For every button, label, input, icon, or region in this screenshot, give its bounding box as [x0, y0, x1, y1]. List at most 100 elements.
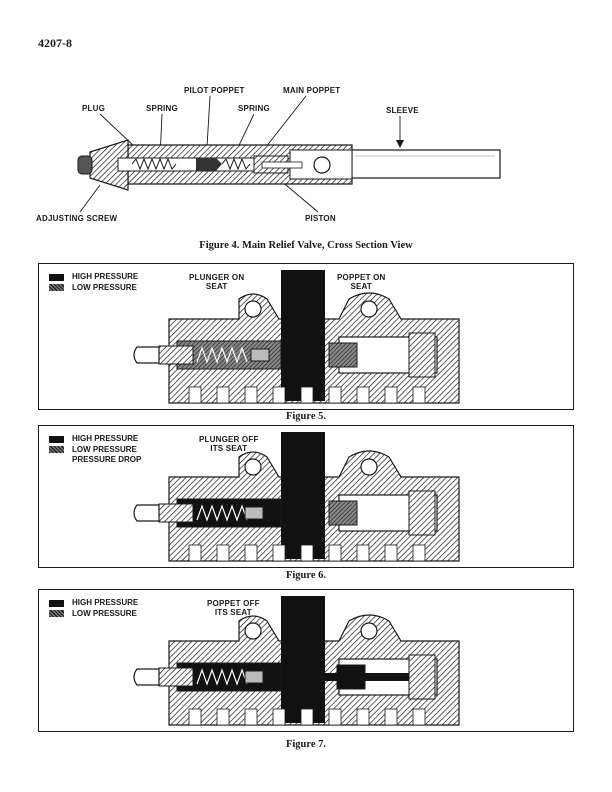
label-pilot-poppet: PILOT POPPET — [184, 86, 245, 95]
legend-item: LOW PRESSURE — [49, 445, 141, 456]
label-plug: PLUG — [82, 104, 106, 113]
channel-slot — [244, 708, 258, 726]
pilot-plunger — [244, 670, 264, 684]
label-adjusting-screw: ADJUSTING SCREW — [36, 214, 118, 223]
callout-plunger-off-seat: PLUNGER OFF ITS SEAT — [199, 435, 259, 453]
channel-slot — [328, 386, 342, 404]
valve-cross-section — [77, 95, 501, 213]
channel-slot — [412, 386, 426, 404]
main-poppet — [328, 342, 358, 368]
legend-label: HIGH PRESSURE — [72, 434, 139, 443]
label-sleeve: SLEEVE — [386, 106, 419, 115]
pilot-spring — [196, 668, 248, 686]
figure-6-legend: HIGH PRESSURE LOW PRESSURE PRESSURE DROP — [49, 434, 141, 466]
channel-slot — [188, 544, 202, 562]
channel-slot — [328, 708, 342, 726]
channel-slot — [328, 544, 342, 562]
channel-slot — [272, 544, 286, 562]
mount-hole — [244, 622, 262, 640]
callout-poppet-on-seat: POPPET ON SEAT — [337, 273, 386, 291]
legend-item: LOW PRESSURE — [49, 609, 138, 620]
pilot-plunger — [250, 348, 270, 362]
channel-slot — [384, 708, 398, 726]
legend-item: PRESSURE DROP — [49, 455, 141, 466]
legend-item: HIGH PRESSURE — [49, 598, 138, 609]
main-poppet — [328, 500, 358, 526]
callout-plunger-on-seat: PLUNGER ON SEAT — [189, 273, 245, 291]
channel-slot — [412, 544, 426, 562]
channel-slot — [244, 544, 258, 562]
adjusting-screw — [158, 667, 194, 687]
legend-item: HIGH PRESSURE — [49, 434, 141, 445]
high-pressure-swatch — [49, 599, 64, 607]
flow-passage — [325, 673, 409, 681]
channel-slot — [356, 544, 370, 562]
sleeve-end — [408, 654, 436, 700]
adjusting-screw — [158, 345, 194, 365]
figure-6-panel: HIGH PRESSURE LOW PRESSURE PRESSURE DROP… — [38, 425, 574, 568]
mount-hole — [360, 458, 378, 476]
channel-slot — [300, 386, 314, 404]
mount-hole — [360, 622, 378, 640]
figure-4-caption: Figure 4. Main Relief Valve, Cross Secti… — [199, 240, 413, 251]
sleeve-end — [408, 490, 436, 536]
channel-slot — [356, 386, 370, 404]
legend-item: LOW PRESSURE — [49, 283, 138, 294]
low-pressure-swatch — [49, 446, 64, 454]
channel-slot — [300, 544, 314, 562]
channel-slot — [188, 708, 202, 726]
figure-5-valve — [133, 270, 460, 404]
pilot-spring — [196, 346, 248, 364]
high-pressure-swatch — [49, 273, 64, 281]
label-piston: PISTON — [305, 214, 336, 223]
legend-label: HIGH PRESSURE — [72, 598, 139, 607]
mount-hole — [244, 300, 262, 318]
high-pressure-swatch — [49, 435, 64, 443]
channel-slot — [272, 386, 286, 404]
low-pressure-swatch — [49, 610, 64, 618]
legend-label: PRESSURE DROP — [72, 455, 142, 464]
channel-slot — [384, 544, 398, 562]
channel-slot — [216, 544, 230, 562]
legend-label: HIGH PRESSURE — [72, 272, 139, 281]
inlet-port — [281, 621, 325, 723]
figure-7-caption: Figure 7. — [285, 739, 327, 750]
inlet-port — [281, 457, 325, 559]
channel-slot — [188, 386, 202, 404]
figure-6-caption: Figure 6. — [285, 570, 327, 581]
plug-cap — [133, 346, 160, 364]
callout-poppet-off-seat: POPPET OFF ITS SEAT — [207, 599, 260, 617]
label-main-poppet: MAIN POPPET — [283, 86, 341, 95]
channel-slot — [412, 708, 426, 726]
mount-hole — [360, 300, 378, 318]
figure-5-panel: HIGH PRESSURE LOW PRESSURE PLUNGER ON SE… — [38, 263, 574, 410]
pilot-plunger — [244, 506, 264, 520]
low-pressure-swatch — [49, 284, 64, 292]
channel-slot — [300, 708, 314, 726]
legend-item: HIGH PRESSURE — [49, 272, 138, 283]
channel-slot — [272, 708, 286, 726]
legend-label: LOW PRESSURE — [72, 282, 137, 292]
inlet-port — [281, 299, 325, 401]
channel-slot — [216, 708, 230, 726]
legend-label: LOW PRESSURE — [72, 444, 137, 454]
page-number: 4207-8 — [38, 36, 72, 50]
figure-5-caption: Figure 5. — [285, 411, 327, 422]
figure-7-legend: HIGH PRESSURE LOW PRESSURE — [49, 598, 138, 619]
figure-5-legend: HIGH PRESSURE LOW PRESSURE — [49, 272, 138, 293]
figure-6-valve — [133, 432, 460, 562]
figure-7-panel: HIGH PRESSURE LOW PRESSURE POPPET OFF IT… — [38, 589, 574, 732]
sleeve-end — [408, 332, 436, 378]
plug-cap — [133, 504, 160, 522]
label-spring-left: SPRING — [146, 104, 178, 113]
adjusting-screw — [158, 503, 194, 523]
plug-cap — [133, 668, 160, 686]
channel-slot — [244, 386, 258, 404]
pilot-spring — [196, 504, 248, 522]
legend-label: LOW PRESSURE — [72, 608, 137, 618]
channel-slot — [384, 386, 398, 404]
channel-slot — [356, 708, 370, 726]
label-spring-right: SPRING — [238, 104, 270, 113]
channel-slot — [216, 386, 230, 404]
figure-7-valve — [133, 596, 460, 726]
